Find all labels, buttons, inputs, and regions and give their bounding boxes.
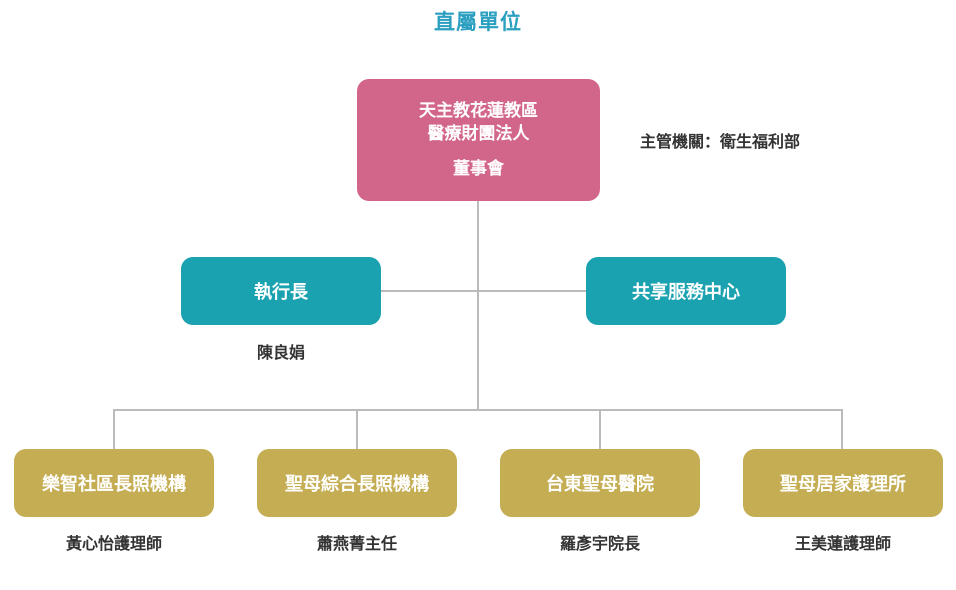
board-line-3: 董事會: [453, 158, 504, 179]
unit-label-1: 樂智社區長照機構: [42, 474, 186, 495]
unit-person-4: 王美蓮護理師: [794, 534, 891, 553]
shared-center-box: 共享服務中心: [586, 257, 786, 325]
page-title: 直屬單位: [434, 10, 522, 34]
shared-center-label: 共享服務中心: [632, 282, 740, 303]
unit-label-2: 聖母綜合長照機構: [285, 474, 429, 495]
unit-person-3: 羅彥宇院長: [559, 534, 640, 553]
ceo-label: 執行長: [254, 282, 308, 303]
unit-person-2: 蕭燕菁主任: [316, 534, 397, 553]
connector-unit-3: [599, 409, 601, 449]
connector-unit-2: [356, 409, 358, 449]
unit-label-3: 台東聖母醫院: [546, 474, 654, 495]
unit-label-4: 聖母居家護理所: [780, 474, 906, 495]
ceo-box: 執行長: [181, 257, 381, 325]
connector-trunk: [477, 201, 479, 410]
unit-box-3: 台東聖母醫院: [500, 449, 700, 517]
ceo-person: 陳良娟: [256, 343, 305, 362]
connector-units-horizontal: [113, 409, 843, 411]
unit-box-1: 樂智社區長照機構: [14, 449, 214, 517]
connector-mgmt-horizontal: [381, 290, 586, 292]
unit-box-2: 聖母綜合長照機構: [257, 449, 457, 517]
unit-box-4: 聖母居家護理所: [743, 449, 943, 517]
authority-label: 主管機關：衛生福利部: [639, 132, 800, 151]
connector-unit-1: [113, 409, 115, 449]
board-box: 天主教花蓮教區 醫療財團法人 董事會: [357, 79, 600, 201]
unit-person-1: 黃心怡護理師: [65, 534, 162, 553]
connector-unit-4: [841, 409, 843, 449]
board-line-2: 醫療財團法人: [427, 123, 530, 144]
board-line-1: 天主教花蓮教區: [419, 100, 538, 121]
